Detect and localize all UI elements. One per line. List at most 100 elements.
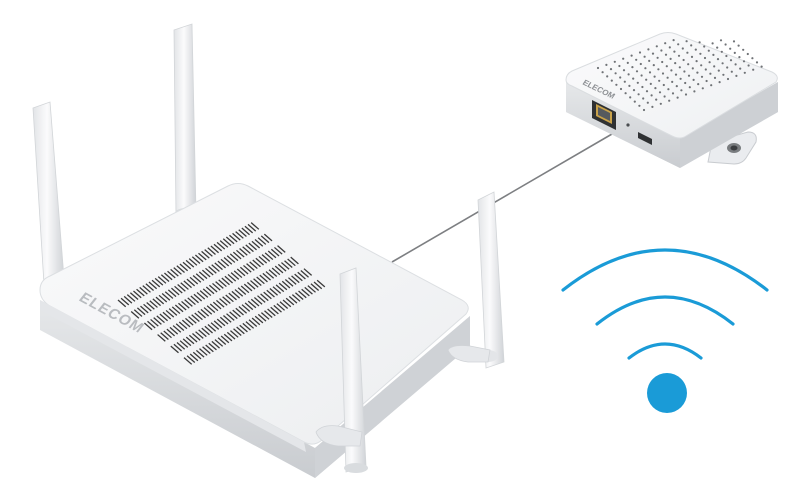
vent-slot: [238, 229, 247, 238]
vent-slot: [212, 282, 221, 291]
vent-dot: [687, 63, 690, 66]
vent-slot: [188, 316, 197, 324]
vent-slot: [205, 344, 214, 353]
vent-slot: [279, 301, 289, 310]
vent-slot: [242, 246, 251, 254]
vent-dot: [718, 81, 721, 84]
vent-slot: [170, 345, 179, 354]
vent-slot: [172, 325, 182, 333]
vent-slot: [173, 343, 183, 352]
vent-slot: [301, 288, 310, 297]
vent-slot: [175, 323, 185, 331]
vent-slot: [189, 276, 199, 285]
vent-slot: [249, 261, 258, 270]
vent-slot: [254, 239, 264, 247]
vent-dot: [649, 82, 652, 85]
vent-slot: [164, 291, 174, 299]
vent-slot: [202, 288, 212, 297]
vent-dot: [716, 46, 719, 49]
vent-slot: [272, 286, 282, 294]
vent-dot: [619, 87, 623, 91]
vent-dot: [683, 70, 686, 73]
vent-dot: [674, 62, 677, 65]
vent-dot: [657, 68, 660, 71]
vent-slot: [183, 280, 192, 289]
vent-slot: [146, 302, 155, 310]
vent-slot: [277, 245, 286, 253]
vent-slot: [206, 305, 216, 313]
vent-dot: [709, 72, 712, 75]
vent-dot: [661, 60, 664, 64]
vent-slot: [207, 247, 216, 256]
vent-slot: [176, 341, 186, 350]
vent-slot: [180, 282, 189, 290]
vent-slot: [161, 293, 171, 301]
vent-slot: [271, 267, 281, 276]
vent-slot: [208, 342, 217, 351]
vent-slot: [136, 307, 146, 316]
vent-slot: [164, 272, 173, 281]
vent-slot: [236, 249, 245, 258]
vent-dot: [676, 96, 679, 99]
vent-slot: [229, 234, 238, 243]
vent-dot: [760, 65, 763, 68]
vent-dot: [684, 93, 688, 96]
vent-slot: [194, 254, 204, 263]
vent-dot: [742, 48, 745, 51]
vent-slot: [260, 293, 269, 302]
vent-slot: [246, 281, 256, 290]
router-vent-grille: [117, 222, 326, 365]
vent-slot: [176, 265, 185, 274]
vent-slot: [282, 299, 292, 308]
vent-slot: [190, 295, 199, 304]
vent-dot: [652, 64, 655, 67]
vent-slot: [143, 303, 152, 312]
vent-dot: [663, 95, 666, 98]
vent-slot: [185, 259, 195, 268]
vent-dot: [738, 56, 741, 59]
vent-slot: [117, 299, 127, 308]
vent-slot: [188, 258, 198, 266]
vent-dot: [687, 74, 691, 77]
vent-dot: [601, 71, 604, 74]
vent-slot: [225, 294, 234, 303]
vent-slot: [266, 289, 275, 298]
vent-dot: [610, 79, 613, 82]
vent-slot: [268, 269, 278, 277]
vent-dot: [705, 79, 708, 83]
vent-dot: [623, 80, 626, 83]
vent-slot: [239, 324, 248, 333]
vent-dot: [703, 56, 707, 60]
vent-slot: [259, 274, 268, 283]
vent-dot: [746, 52, 749, 56]
vent-dot: [655, 45, 658, 48]
vent-dot: [641, 85, 644, 89]
vent-slot: [238, 305, 248, 314]
vent-slot: [281, 280, 291, 289]
vent-slot: [229, 253, 239, 262]
vent-slot: [263, 233, 273, 242]
vent-dot: [722, 73, 725, 76]
vent-slot: [157, 334, 166, 342]
vent-dot: [739, 67, 742, 70]
vent-dot: [646, 101, 649, 104]
vent-dot: [755, 61, 759, 64]
vent-dot: [638, 104, 641, 107]
router-antenna-back-center: [173, 23, 197, 218]
vent-slot: [204, 325, 213, 334]
vent-dot: [605, 63, 608, 66]
vent-slot: [182, 338, 192, 347]
vent-slot: [237, 287, 247, 295]
vent-slot: [186, 278, 196, 287]
vent-dot: [613, 60, 616, 63]
wifi-arc-middle: [595, 295, 735, 326]
vent-dot: [627, 73, 630, 76]
status-led-icon: [626, 123, 630, 127]
vent-dot: [619, 76, 622, 79]
vent-dot: [632, 77, 635, 80]
vent-slot: [173, 267, 182, 275]
vent-dot: [677, 54, 681, 57]
vent-slot: [223, 333, 233, 342]
vent-dot: [642, 108, 646, 112]
vent-dot: [684, 81, 687, 85]
